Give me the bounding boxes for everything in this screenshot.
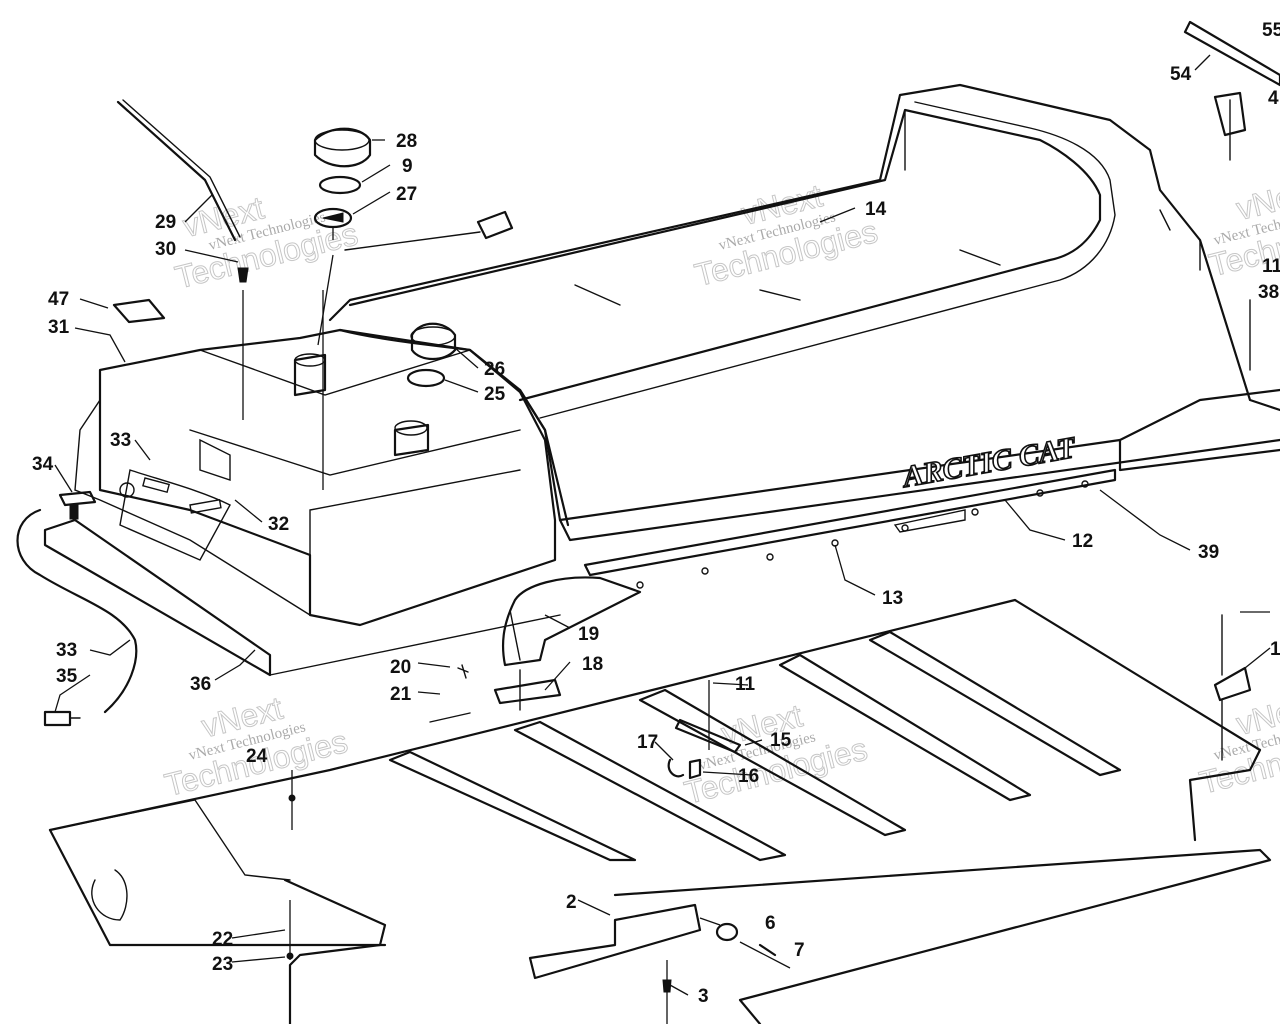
callout-20: 20 — [390, 657, 411, 678]
callout-21: 21 — [390, 684, 412, 705]
watermark-group: vNext vNext Technologies Technologies vN… — [161, 172, 1280, 811]
callout-11-bottom: 11 — [735, 674, 756, 695]
callout-28: 28 — [396, 131, 417, 152]
seat-body: ARCTIC CAT — [328, 83, 1280, 589]
callout-23: 23 — [212, 954, 233, 975]
callout-3: 3 — [698, 986, 709, 1007]
caps-and-fittings — [16, 99, 514, 727]
callout-55: 55 — [1262, 20, 1280, 41]
callout-25: 25 — [484, 384, 506, 405]
chassis-tunnel — [48, 598, 1272, 1024]
callout-24: 24 — [246, 746, 268, 767]
callout-labels: 55 54 4 28 9 27 29 30 14 47 31 26 25 38 … — [32, 20, 1280, 1007]
callout-13: 13 — [882, 588, 903, 609]
callout-26: 26 — [484, 359, 505, 380]
tank-base-pan — [43, 518, 561, 677]
callout-29: 29 — [155, 212, 176, 233]
callout-35: 35 — [56, 666, 78, 687]
callout-32: 32 — [268, 514, 289, 535]
callout-22: 22 — [212, 929, 233, 950]
chassis-hardware — [286, 680, 791, 1024]
callout-34: 34 — [32, 454, 54, 475]
callout-33-bottom: 33 — [56, 640, 77, 661]
brand-logo: ARCTIC CAT — [899, 431, 1080, 494]
top-right-parts — [1183, 20, 1280, 371]
callout-33-top: 33 — [110, 430, 131, 451]
callout-17: 17 — [637, 732, 658, 753]
callout-27: 27 — [396, 184, 417, 205]
callout-7: 7 — [794, 940, 805, 961]
callout-2: 2 — [566, 892, 577, 913]
callout-6: 6 — [765, 913, 776, 934]
callout-1: 1 — [1270, 639, 1280, 660]
callout-38: 38 — [1258, 282, 1279, 303]
callout-47: 47 — [48, 289, 69, 310]
callout-54: 54 — [1170, 64, 1192, 85]
callout-16: 16 — [738, 766, 759, 787]
mud-flap — [429, 576, 642, 723]
callout-19: 19 — [578, 624, 599, 645]
fuel-tank — [74, 298, 557, 627]
callout-11-top: 11 — [1262, 256, 1280, 277]
callout-14: 14 — [865, 199, 887, 220]
callout-36: 36 — [190, 674, 211, 695]
callout-30: 30 — [155, 239, 176, 260]
callout-4: 4 — [1268, 88, 1279, 109]
callout-31: 31 — [48, 317, 70, 338]
callout-39: 39 — [1198, 542, 1219, 563]
callout-15: 15 — [770, 730, 792, 751]
callout-9: 9 — [402, 156, 413, 177]
callout-12: 12 — [1072, 531, 1093, 552]
leader-lines — [54, 54, 1271, 996]
callout-18: 18 — [582, 654, 603, 675]
